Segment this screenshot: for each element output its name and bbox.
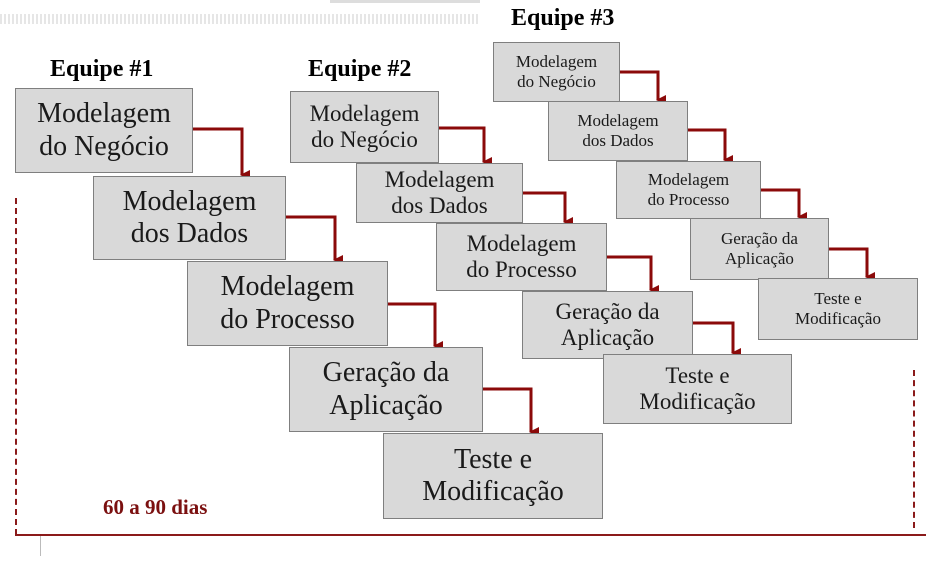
team-2-step-test-modification: Teste e Modificação [603, 354, 792, 424]
team-3-arrow-1 [620, 70, 666, 105]
team-1-arrow-2 [286, 215, 343, 265]
team-1-step-process-modeling: Modelagem do Processo [187, 261, 388, 346]
team-2-arrow-4 [693, 321, 741, 358]
team-2-step-business-modeling: Modelagem do Negócio [290, 91, 439, 163]
timeline-baseline [15, 534, 926, 536]
team-3-step-business-modeling: Modelagem do Negócio [493, 42, 620, 102]
team-3-step-app-generation: Geração da Aplicação [690, 218, 829, 280]
team-2-arrow-2 [523, 191, 573, 227]
team-2-step-process-modeling: Modelagem do Processo [436, 223, 607, 291]
team-3-title: Equipe #3 [511, 5, 615, 31]
timeline-left-marker [15, 198, 17, 535]
team-2-title: Equipe #2 [308, 56, 412, 82]
duration-label: 60 a 90 dias [103, 495, 208, 519]
team-1-step-business-modeling: Modelagem do Negócio [15, 88, 193, 173]
team-1-arrow-1 [193, 127, 250, 180]
team-3-step-test-modification: Teste e Modificação [758, 278, 918, 340]
team-3-step-data-modeling: Modelagem dos Dados [548, 101, 688, 161]
team-2-step-app-generation: Geração da Aplicação [522, 291, 693, 359]
timeline-right-marker [913, 370, 915, 528]
team-1-arrow-3 [388, 302, 443, 351]
team-2-arrow-3 [607, 255, 659, 295]
team-3-arrow-4 [829, 247, 875, 282]
team-2-step-data-modeling: Modelagem dos Dados [356, 163, 523, 223]
top-decoration [0, 14, 480, 24]
team-3-arrow-2 [688, 128, 733, 165]
team-3-step-process-modeling: Modelagem do Processo [616, 161, 761, 219]
team-2-arrow-1 [439, 126, 492, 167]
bottom-tick [40, 536, 41, 556]
team-1-step-app-generation: Geração da Aplicação [289, 347, 483, 432]
team-1-step-test-modification: Teste e Modificação [383, 433, 603, 519]
team-1-step-data-modeling: Modelagem dos Dados [93, 176, 286, 260]
team-3-arrow-3 [761, 188, 807, 222]
top-decoration-bar [330, 0, 480, 3]
team-1-arrow-4 [483, 387, 539, 437]
team-1-title: Equipe #1 [50, 56, 154, 82]
